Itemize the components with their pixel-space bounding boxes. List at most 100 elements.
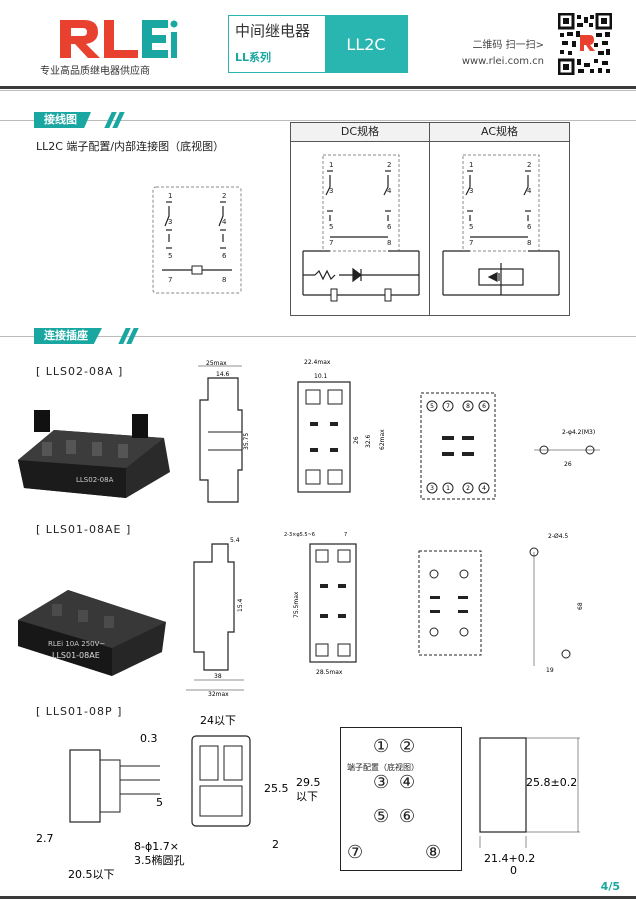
terminal-layout-lls02-08a: 5 7 8 6 3 1 2 4 xyxy=(420,392,496,504)
svg-text:6: 6 xyxy=(527,223,532,231)
drawing-top-lls01-08ae: 2-3×φ5.5~6 7 75.5max 28.5max xyxy=(284,528,374,682)
terminal-7: ⑦ xyxy=(347,842,364,863)
qr-code-icon[interactable] xyxy=(557,12,613,79)
dim-label: 25.5 xyxy=(264,782,289,795)
dim-label: 21.4+0.2 xyxy=(484,852,535,865)
terminal-layout-lls01-08ae xyxy=(418,550,482,660)
pin-label: 3 xyxy=(168,218,172,226)
dim-label: 28.5max xyxy=(316,669,343,676)
dim-label: 26 xyxy=(353,436,360,444)
svg-text:2: 2 xyxy=(527,161,531,169)
dim-label: 38 xyxy=(214,673,222,680)
dim-label: 10.1 xyxy=(314,373,328,380)
dim-label: 8-ϕ1.7× xyxy=(134,840,179,853)
dim-label: 0.3 xyxy=(140,732,158,745)
svg-text:7: 7 xyxy=(446,403,450,410)
dim-label: 5.4 xyxy=(230,537,240,544)
product-category: 中间继电器 xyxy=(235,22,311,40)
terminal-config-title: 端子配置（底视图） xyxy=(347,763,419,772)
svg-text:8: 8 xyxy=(387,239,391,247)
dim-label: 2.7 xyxy=(36,832,54,845)
svg-text:5: 5 xyxy=(430,403,434,410)
svg-text:1: 1 xyxy=(446,485,450,492)
svg-text:1: 1 xyxy=(469,161,473,169)
banner-rule xyxy=(0,120,636,121)
dim-label: 68 xyxy=(577,602,584,610)
svg-text:7: 7 xyxy=(469,239,473,247)
terminal-1: ① xyxy=(373,736,390,757)
svg-text:2: 2 xyxy=(466,485,470,492)
section-banner-sockets: 连接插座 xyxy=(0,328,636,344)
dim-label: 32.6 xyxy=(365,434,372,448)
socket-model-lls02-08a: [ LLS02-08A ] xyxy=(36,365,124,378)
header-rule-thin xyxy=(0,90,636,91)
svg-text:5: 5 xyxy=(469,223,473,231)
company-logo xyxy=(58,16,178,64)
dim-label: 25max xyxy=(206,360,227,367)
dim-label: 2-3×φ5.5~6 xyxy=(284,532,315,538)
dim-label: 35.75 xyxy=(243,433,250,450)
dim-label: 26 xyxy=(564,461,572,468)
photo-label: RLEi 10A 250V~ xyxy=(48,640,105,648)
pin-label: 1 xyxy=(168,192,172,200)
svg-text:8: 8 xyxy=(466,403,470,410)
dim-label: 24以下 xyxy=(200,714,236,727)
svg-text:5: 5 xyxy=(329,223,333,231)
qr-caption: 二维码 扫一扫> www.rlei.com.cn xyxy=(462,38,544,70)
mounting-holes-lls02-08a: 2-φ4.2(M3) 26 xyxy=(520,420,610,474)
drawing-side-lls02-08a: 25max 14.6 35.75 xyxy=(190,360,260,524)
drawing-top-lls02-08a: 22.4max 10.1 26 32.6 62max xyxy=(288,352,398,524)
dim-label: 以下 xyxy=(296,790,318,803)
terminal-5: ⑤ xyxy=(373,806,390,827)
svg-text:6: 6 xyxy=(482,403,486,410)
ac-spec-header: AC规格 xyxy=(430,123,569,142)
series-box: 中间继电器 LL系列 LL2C xyxy=(228,15,408,73)
dim-label: 20.5以下 xyxy=(68,868,115,881)
dim-label: 32max xyxy=(208,691,229,698)
page-number: 4/5 xyxy=(600,880,620,893)
dim-label: 7 xyxy=(344,532,347,538)
dim-label: 14.6 xyxy=(216,371,230,378)
terminal-8: ⑧ xyxy=(425,842,442,863)
dim-label: 2 xyxy=(272,838,279,851)
banner-rule xyxy=(0,336,636,337)
terminal-config-box: ① ② 端子配置（底视图） ③ ④ ⑤ ⑥ ⑦ ⑧ xyxy=(340,727,462,871)
drawing-side-lls01-08ae: 5.4 15.4 38 32max xyxy=(182,532,262,702)
dim-label: 2-φ4.2(M3) xyxy=(562,429,595,436)
dim-label: 75.5max xyxy=(293,591,300,618)
spec-divider xyxy=(429,123,430,315)
section-banner-wiring: 接线图 xyxy=(0,112,636,128)
dim-label: 15.4 xyxy=(237,598,244,612)
terminal-2: ② xyxy=(399,736,416,757)
mounting-holes-lls01-08ae: 2-Ø4.5 68 19 xyxy=(518,530,598,680)
terminal-4: ④ xyxy=(399,772,416,793)
website-link[interactable]: www.rlei.com.cn xyxy=(461,56,544,67)
footer-rule xyxy=(0,896,636,899)
dim-label: 19 xyxy=(546,667,554,674)
pin-label: 4 xyxy=(222,218,227,226)
company-tagline: 专业高品质继电器供应商 xyxy=(40,66,150,77)
svg-text:8: 8 xyxy=(527,239,531,247)
pin-label: 2 xyxy=(222,192,226,200)
pin-label: 5 xyxy=(168,252,172,260)
socket-photo-lls02-08a: LLS02-08A xyxy=(14,390,174,504)
svg-text:1: 1 xyxy=(329,161,333,169)
model-tile: LL2C xyxy=(325,16,407,72)
terminal-3: ③ xyxy=(373,772,390,793)
socket-model-lls01-08ae: [ LLS01-08AE ] xyxy=(36,523,132,536)
svg-text:3: 3 xyxy=(469,187,473,195)
pin-label: 7 xyxy=(168,276,172,284)
terminal-6: ⑥ xyxy=(399,806,416,827)
dim-label: 62max xyxy=(379,429,386,450)
svg-text:3: 3 xyxy=(329,187,333,195)
svg-text:7: 7 xyxy=(329,239,333,247)
qr-label: 二维码 扫一扫> xyxy=(472,40,544,51)
header-rule xyxy=(0,86,636,89)
dim-label: 22.4max xyxy=(304,359,331,366)
pin-diagram: 1 2 3 4 5 6 7 8 xyxy=(152,186,242,298)
socket-model-lls01-08p: [ LLS01-08P ] xyxy=(36,705,123,718)
dim-label: 3.5椭圆孔 xyxy=(134,853,185,867)
dim-label: 2-Ø4.5 xyxy=(548,533,568,540)
